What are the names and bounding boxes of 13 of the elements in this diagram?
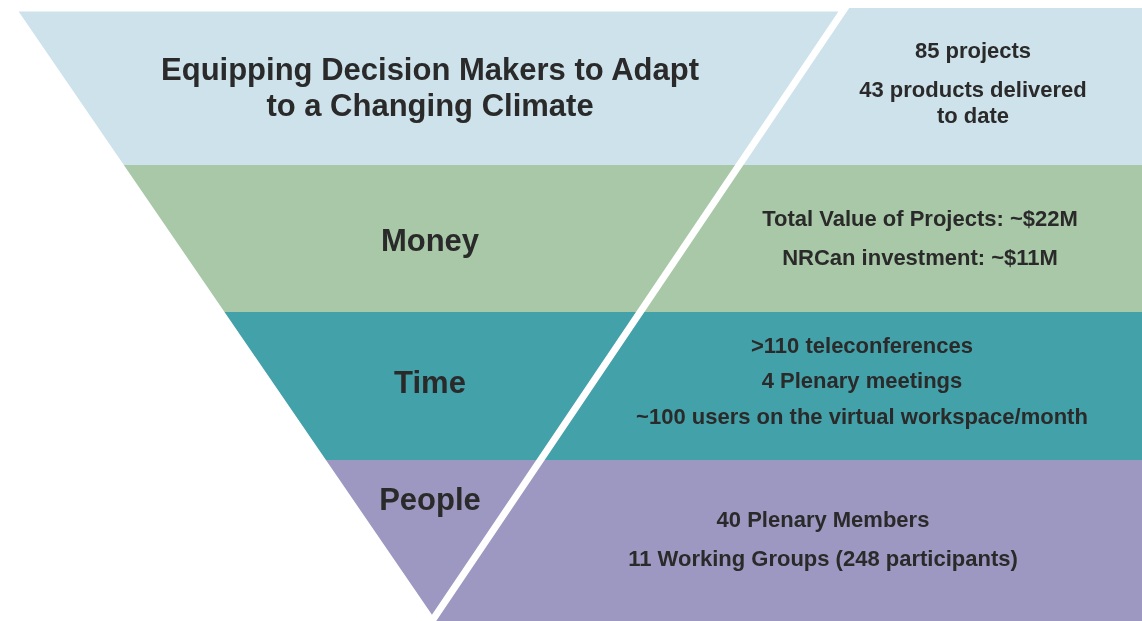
statistic-text: 4 Plenary meetings bbox=[761, 368, 963, 394]
statistic-text: 43 products delivered to date bbox=[858, 77, 1088, 128]
statistic-text: NRCan investment: ~$11M bbox=[782, 245, 1058, 271]
statistic-text: 40 Plenary Members bbox=[716, 507, 930, 533]
statistic-text: Total Value of Projects: ~$22M bbox=[762, 206, 1078, 232]
category-label: People bbox=[379, 482, 481, 518]
category-label: Time bbox=[394, 365, 466, 401]
heading: Equipping Decision Makers to Adapt to a Changing Climate bbox=[160, 52, 700, 124]
statistic-text: ~100 users on the virtual workspace/month bbox=[636, 403, 1088, 429]
category-label: Money bbox=[380, 223, 480, 259]
statistic-text: 85 projects bbox=[914, 38, 1032, 64]
statistic-text: >110 teleconferences bbox=[751, 333, 973, 359]
statistic-text: 11 Working Groups (248 participants) bbox=[628, 546, 1018, 572]
